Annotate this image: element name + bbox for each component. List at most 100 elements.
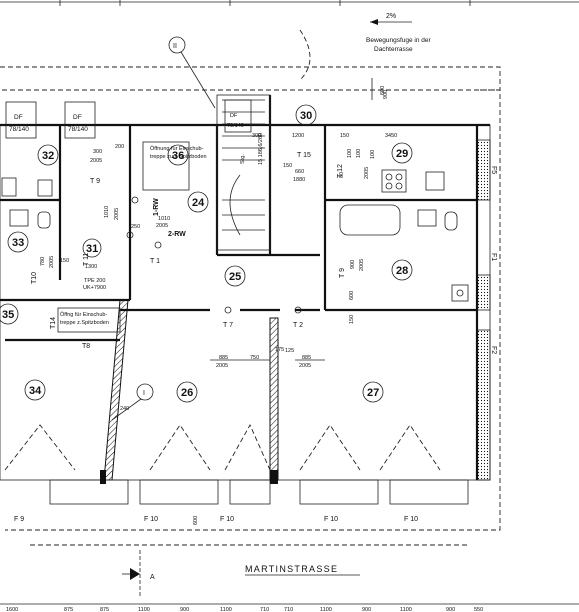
svg-text:1100: 1100 xyxy=(400,607,412,612)
svg-text:33: 33 xyxy=(12,237,24,249)
svg-text:15 186,6/260: 15 186,6/260 xyxy=(258,133,264,165)
dimension-labels: 300 2005 200 300 1200 150 3450 100 100 6… xyxy=(40,90,397,525)
svg-text:80: 80 xyxy=(339,172,345,178)
svg-text:F 10: F 10 xyxy=(144,516,158,523)
svg-text:TPE 200: TPE 200 xyxy=(84,278,105,284)
svg-text:T 9: T 9 xyxy=(90,178,100,185)
svg-text:900: 900 xyxy=(383,90,389,99)
room-35: 35 xyxy=(0,303,19,325)
svg-text:2%: 2% xyxy=(386,13,396,20)
room-36: 36 xyxy=(167,144,189,166)
svg-text:2005: 2005 xyxy=(359,259,365,271)
svg-text:Stg.: Stg. xyxy=(240,154,246,164)
svg-text:200: 200 xyxy=(115,144,124,150)
svg-text:900: 900 xyxy=(446,607,455,612)
svg-text:550: 550 xyxy=(474,607,483,612)
window-labels: F 9 F 10 F 10 F 10 F 10 xyxy=(14,516,418,523)
room-31: 31 xyxy=(82,238,102,258)
svg-text:78/140: 78/140 xyxy=(227,123,244,129)
slope-indicator: 2% xyxy=(370,13,412,25)
svg-text:885: 885 xyxy=(302,355,311,361)
roof-outline-2 xyxy=(5,89,501,531)
svg-text:750: 750 xyxy=(250,355,259,361)
roof-outline xyxy=(0,66,501,91)
svg-text:28: 28 xyxy=(396,265,408,277)
room-28: 28 xyxy=(391,259,413,281)
svg-text:UK+7900: UK+7900 xyxy=(83,285,106,291)
svg-text:I: I xyxy=(143,390,145,397)
attic-hatch-note-2: Öffng für Einschub- treppe z.Spitzboden xyxy=(57,307,121,333)
svg-text:24: 24 xyxy=(192,197,205,209)
fixtures xyxy=(1,169,469,314)
svg-text:F5: F5 xyxy=(490,166,497,174)
room-29: 29 xyxy=(391,142,413,164)
room-24: 24 xyxy=(187,191,209,213)
room-27: 27 xyxy=(362,381,384,403)
expansion-joint-note: Bewegungsfuge in der Dachterrasse xyxy=(299,29,432,81)
svg-text:T10: T10 xyxy=(31,272,38,284)
skylight-1: DF 78/140 xyxy=(5,101,37,139)
svg-text:A: A xyxy=(150,574,155,581)
svg-text:710: 710 xyxy=(284,607,293,612)
svg-text:Dachterrasse: Dachterrasse xyxy=(374,46,413,53)
svg-text:875: 875 xyxy=(100,607,109,612)
svg-text:DF: DF xyxy=(73,114,82,121)
svg-text:600: 600 xyxy=(380,86,386,95)
svg-text:125: 125 xyxy=(285,348,294,354)
svg-text:T 9: T 9 xyxy=(339,268,346,278)
window-row xyxy=(49,470,469,505)
svg-text:T 11: T 11 xyxy=(83,253,90,266)
svg-text:T8: T8 xyxy=(82,343,90,350)
dormer-roof-lines xyxy=(4,423,441,471)
svg-text:T 12: T 12 xyxy=(337,164,344,178)
wall-i xyxy=(103,299,129,481)
walls xyxy=(0,95,491,481)
svg-text:F1: F1 xyxy=(490,253,497,261)
svg-text:DF: DF xyxy=(230,113,238,119)
street-name: MARTINSTRASSE xyxy=(245,564,360,576)
svg-text:2005: 2005 xyxy=(114,208,120,220)
svg-text:875: 875 xyxy=(64,607,73,612)
svg-text:F 9: F 9 xyxy=(14,516,24,523)
svg-text:78/140: 78/140 xyxy=(9,126,29,133)
staircase: Stg. 15 186,6/260 xyxy=(216,94,271,251)
svg-text:100: 100 xyxy=(347,149,353,158)
svg-text:150: 150 xyxy=(349,315,355,324)
svg-text:36: 36 xyxy=(172,150,184,162)
svg-text:F 10: F 10 xyxy=(324,516,338,523)
svg-text:Öffng für Einschub-: Öffng für Einschub- xyxy=(60,311,107,318)
svg-text:T 1: T 1 xyxy=(150,258,160,265)
svg-text:900: 900 xyxy=(362,607,371,612)
svg-text:F 10: F 10 xyxy=(220,516,234,523)
svg-text:34: 34 xyxy=(29,385,42,397)
svg-text:300: 300 xyxy=(252,133,261,139)
chimney-f5 xyxy=(476,139,491,201)
svg-text:F2: F2 xyxy=(490,346,497,354)
svg-text:32: 32 xyxy=(42,150,54,162)
svg-text:T 2: T 2 xyxy=(293,322,303,329)
svg-text:1300: 1300 xyxy=(85,264,97,270)
svg-text:27: 27 xyxy=(367,387,379,399)
svg-text:2005: 2005 xyxy=(299,363,311,369)
svg-text:100: 100 xyxy=(356,149,362,158)
svg-text:T 15: T 15 xyxy=(297,152,311,159)
axis-marker-ii: II xyxy=(168,36,216,109)
room-25: 25 xyxy=(224,265,246,287)
tag-labels: T 9 T 9 T 12 T 15 T14 T8 T 1 T 7 T 2 T 1… xyxy=(31,152,497,354)
room-33: 33 xyxy=(7,231,29,253)
svg-text:885: 885 xyxy=(219,355,228,361)
svg-text:1100: 1100 xyxy=(320,607,332,612)
svg-text:240: 240 xyxy=(120,406,129,412)
svg-text:600: 600 xyxy=(349,291,355,300)
svg-text:1010: 1010 xyxy=(104,206,110,218)
svg-text:treppe z.Spitzboden: treppe z.Spitzboden xyxy=(60,320,109,326)
svg-text:30: 30 xyxy=(300,110,312,122)
svg-text:300: 300 xyxy=(93,149,102,155)
svg-text:1-RW: 1-RW xyxy=(153,198,160,216)
svg-text:150: 150 xyxy=(60,258,69,264)
svg-text:1600: 1600 xyxy=(6,607,18,612)
svg-text:31: 31 xyxy=(86,243,98,255)
svg-text:900: 900 xyxy=(350,260,356,269)
svg-text:78/140: 78/140 xyxy=(68,126,88,133)
